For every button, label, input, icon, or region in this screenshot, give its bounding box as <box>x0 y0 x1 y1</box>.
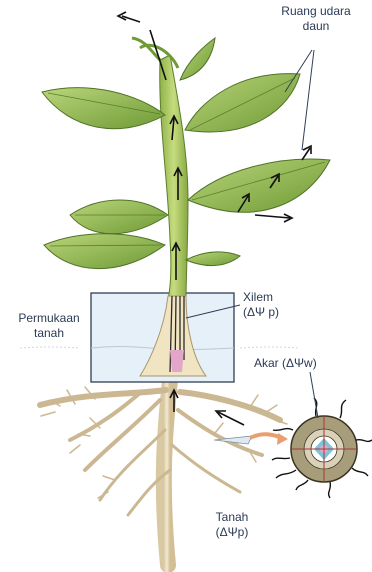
label-leaf-air-space-line-1: Ruang udara <box>268 4 364 19</box>
label-soil-surface-line-2: tanah <box>6 326 92 341</box>
label-soil-surface-line-1: Permukaan <box>6 311 92 326</box>
label-leaf-air-space-line-2: daun <box>268 19 364 34</box>
label-soil: Tanah (ΔΨp) <box>200 510 264 540</box>
label-soil-line-2: (ΔΨp) <box>200 525 264 540</box>
label-xylem-line-1: Xilem <box>243 290 279 305</box>
label-xylem-line-2: (ΔΨ p) <box>243 305 279 320</box>
label-xylem: Xilem (ΔΨ p) <box>243 290 279 320</box>
label-soil-line-1: Tanah <box>200 510 264 525</box>
label-leaf-air-space: Ruang udara daun <box>268 4 364 34</box>
label-soil-surface: Permukaan tanah <box>6 311 92 341</box>
label-root-text: Akar (ΔΨw) <box>254 356 317 370</box>
label-root: Akar (ΔΨw) <box>254 356 317 371</box>
